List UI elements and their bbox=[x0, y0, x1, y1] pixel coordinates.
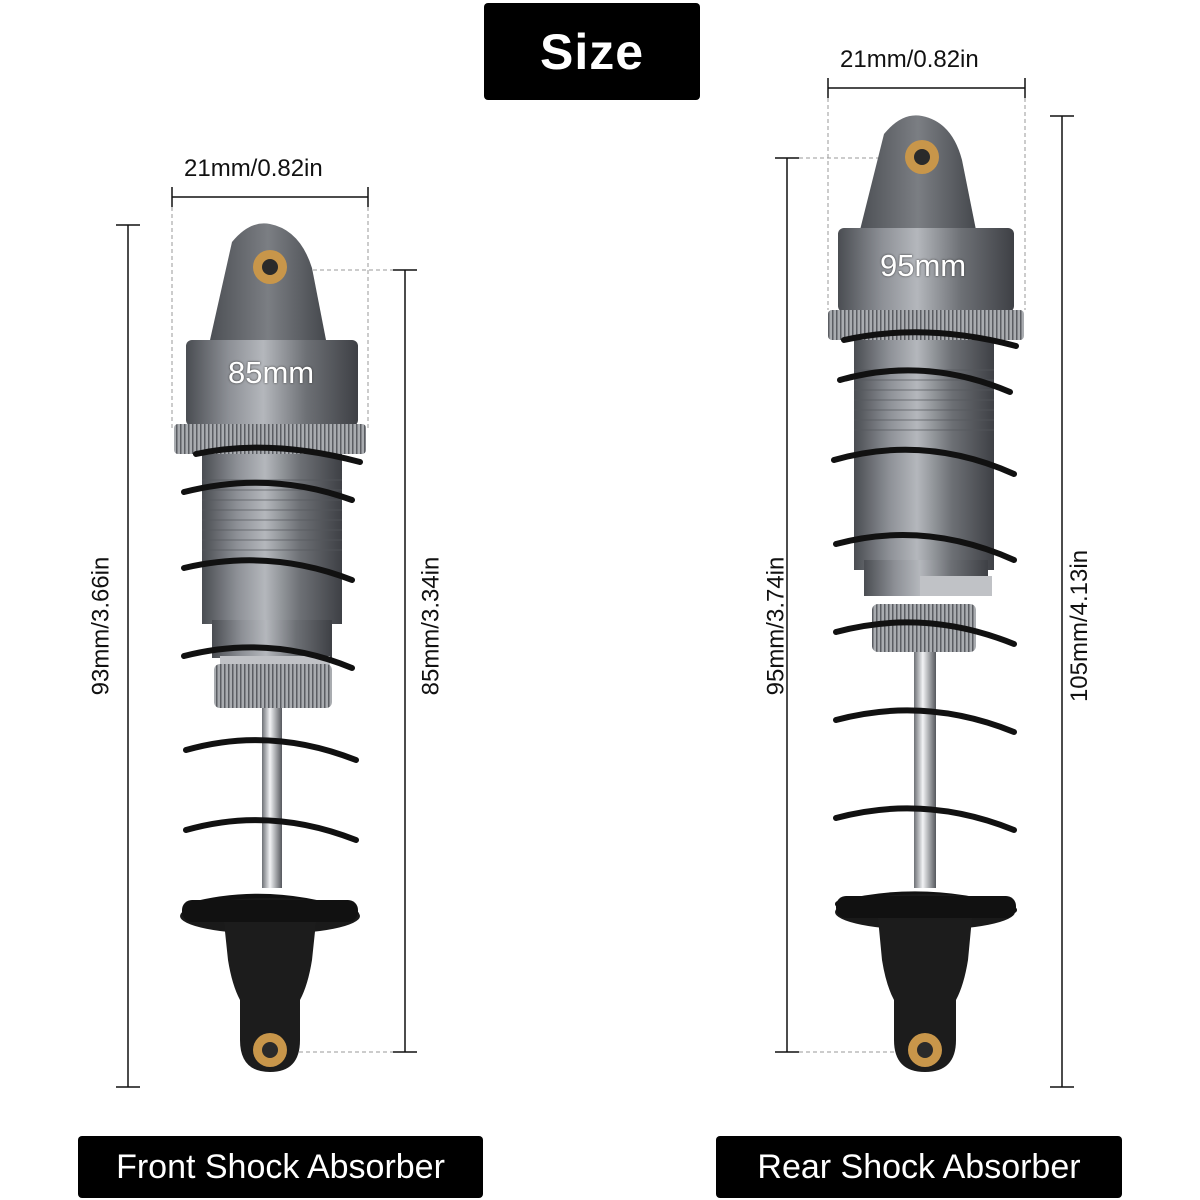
rear-overall-dim: 105mm/4.13in bbox=[1066, 549, 1094, 703]
rear-shock bbox=[775, 78, 1074, 1088]
front-width-dim: 21mm/0.82in bbox=[184, 155, 323, 182]
rear-shock-label: Rear Shock Absorber bbox=[757, 1147, 1081, 1186]
rear-cap-size: 95mm bbox=[880, 248, 967, 283]
front-shock bbox=[116, 187, 417, 1088]
front-cap-size: 85mm bbox=[228, 355, 315, 390]
size-title-box: Size bbox=[484, 3, 700, 100]
rear-eye-to-eye-dim: 95mm/3.74in bbox=[762, 556, 790, 696]
rear-shock-label-box: Rear Shock Absorber bbox=[716, 1136, 1122, 1198]
front-shock-label: Front Shock Absorber bbox=[116, 1147, 445, 1186]
front-shock-label-box: Front Shock Absorber bbox=[78, 1136, 483, 1198]
size-title: Size bbox=[539, 23, 645, 80]
rear-width-dim: 21mm/0.82in bbox=[840, 46, 979, 73]
front-overall-dim: 93mm/3.66in bbox=[87, 556, 115, 696]
front-eye-to-eye-dim: 85mm/3.34in bbox=[417, 556, 445, 696]
